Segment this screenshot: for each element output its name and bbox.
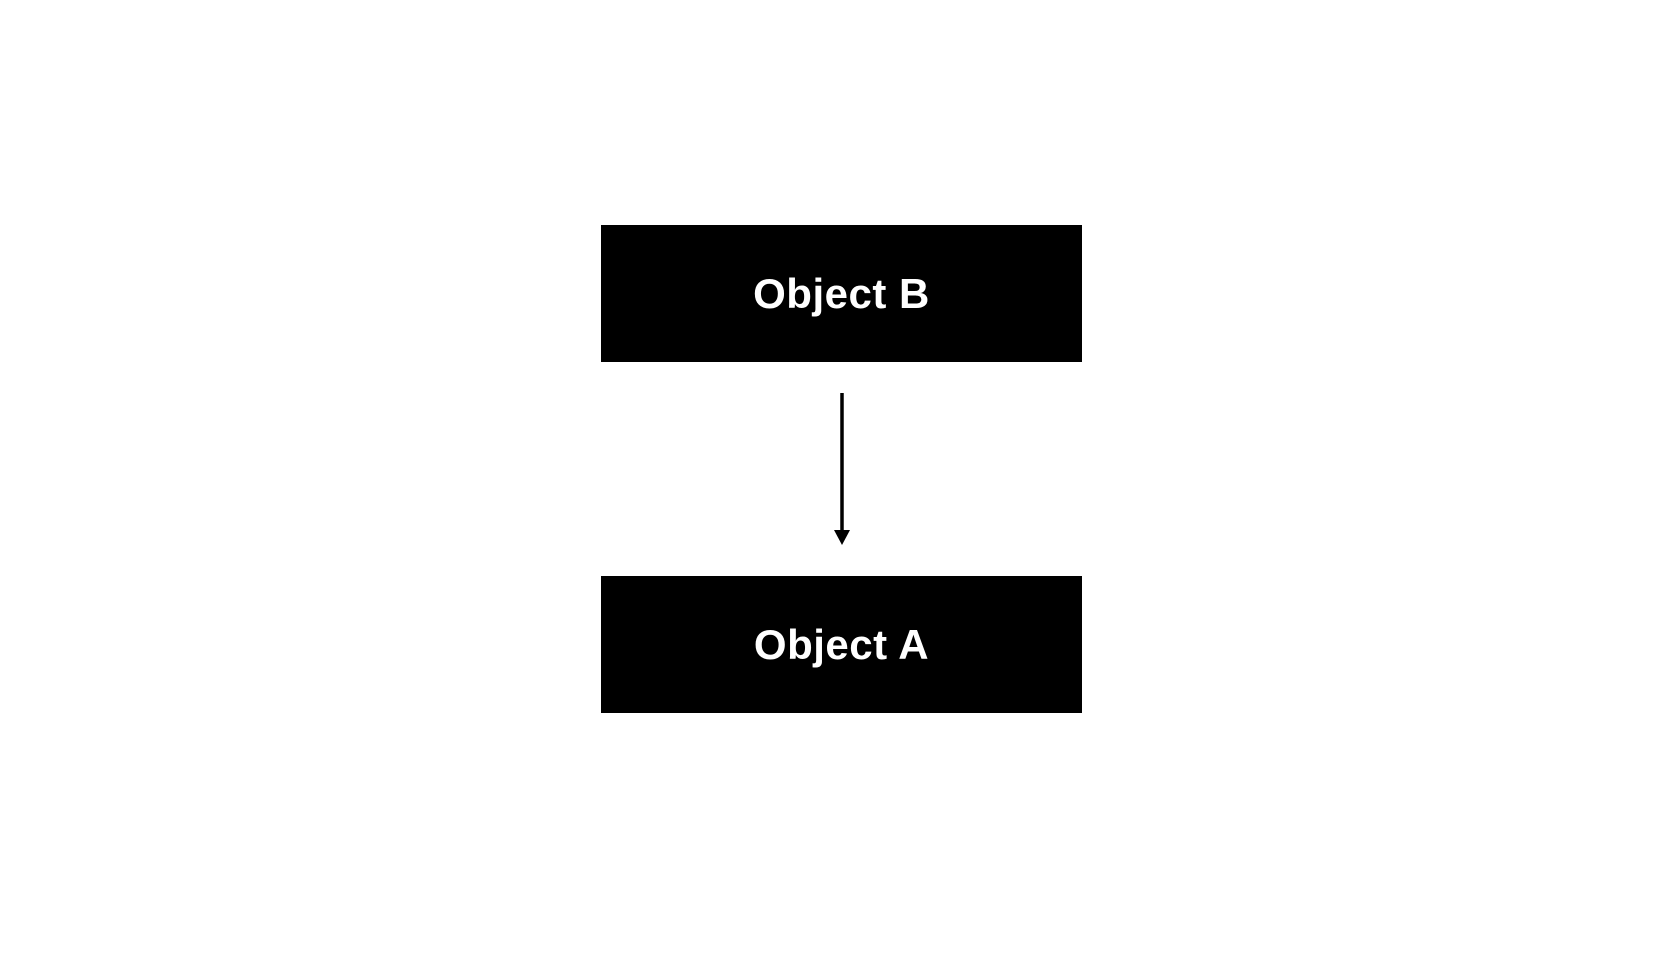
- node-object-b-label: Object B: [753, 269, 930, 317]
- node-object-a-label: Object A: [753, 620, 930, 668]
- node-object-a: Object A: [601, 576, 1082, 713]
- node-object-b: Object B: [601, 225, 1082, 362]
- arrow-down-icon: [834, 393, 850, 545]
